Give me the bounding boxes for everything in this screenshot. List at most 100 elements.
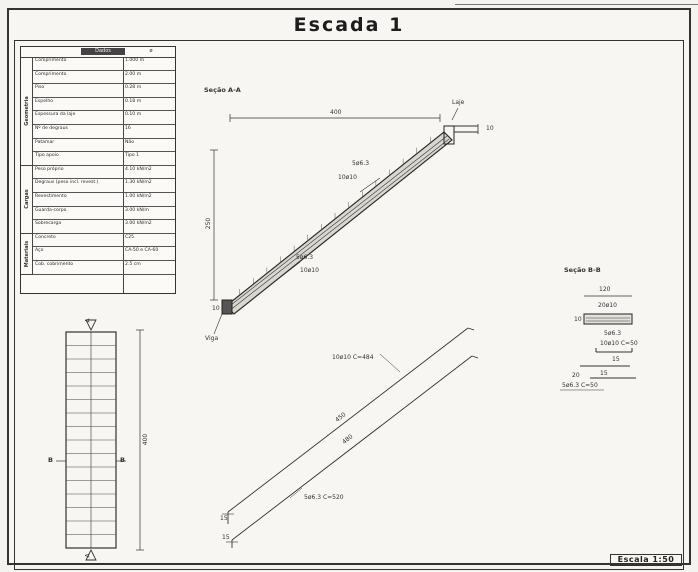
table-row: Nº de degraus 16 — [33, 125, 175, 139]
hook-top-label: 15 — [220, 515, 228, 522]
table-row-key: Peso próprio — [35, 166, 64, 172]
table-row-value: 1.30 kN/m2 — [125, 180, 152, 186]
table-row: Espelho 0.18 m — [33, 98, 175, 112]
table-row: Comprimento 2.00 m — [33, 71, 175, 85]
rebar-lower — [231, 355, 473, 541]
bottom-support-label: Viga — [205, 335, 219, 342]
title-underline — [290, 40, 402, 41]
table-row-value: CA-50 e CA-60 — [125, 248, 159, 254]
bb-dim-1: 15 — [612, 356, 620, 363]
table-row-value: 1.000 m — [125, 58, 145, 63]
table-row: Cob. cobrimento 2.5 cm — [33, 261, 175, 275]
bb-dim-3: 20 — [572, 372, 580, 379]
table-row-key: Piso — [35, 85, 45, 91]
rebar-label-4: 10ø10 — [300, 267, 319, 274]
section-aa-top-dimension: 400 — [330, 109, 342, 116]
table-row-value: 2.00 m — [125, 71, 142, 77]
table-row-value: 3.00 kN/m2 — [125, 221, 152, 227]
table-row-value: 2.5 cm — [125, 262, 141, 267]
table-row-key: Patamar — [35, 139, 55, 145]
table-row: Piso 0.28 m — [33, 84, 175, 98]
section-bb-drawing — [560, 295, 636, 391]
table-row-value: Tipo 1 — [125, 153, 140, 159]
table-row-key: Concreto — [35, 234, 56, 240]
rebar-hook — [471, 355, 479, 359]
table-row: Sobrecarga 3.00 kN/m2 — [33, 220, 175, 234]
table-row-value: 16 — [125, 126, 131, 131]
tread-ticks — [239, 136, 431, 296]
plan-marker-b-left: B — [48, 456, 53, 464]
plan-marker-a-bottom: A — [84, 553, 92, 558]
section-bb-title: Seção B-B — [564, 266, 601, 274]
table-column-divider — [123, 57, 124, 293]
leader-line — [289, 487, 303, 499]
bb-dim-2: 15 — [600, 370, 608, 377]
table-row-value: C25 — [125, 234, 135, 240]
table-row-key: Sobrecarga — [35, 221, 62, 227]
section-aa-side-dimension: 250 — [205, 217, 213, 230]
leader-line — [281, 261, 301, 277]
table-row-key: Guarda-corpo — [35, 207, 67, 213]
table-group: Geometria — [21, 57, 33, 166]
rebar-label-3: 5ø6.3 — [296, 254, 314, 261]
table-header: Dados ø — [21, 47, 175, 58]
table-row-key: Cob. cobrimento — [35, 262, 74, 267]
top-support-label: Laje — [452, 99, 465, 106]
table-row-key: Espelho — [35, 98, 54, 104]
bb-slab-section — [583, 313, 633, 325]
plan-overall-dimension: 400 — [142, 433, 150, 446]
bb-bar-label-1: 10ø10 C=50 — [600, 340, 638, 347]
top-support-slab — [443, 125, 455, 145]
plan-step-lines — [66, 345, 116, 535]
table-row-value: 4.10 kN/m2 — [125, 166, 152, 172]
rebar-label-1: 5ø6.3 — [352, 160, 370, 167]
table-row: Revestimento 1.00 kN/m2 — [33, 193, 175, 207]
table-header-unit: ø — [149, 48, 153, 54]
table-row: Aço CA-50 e CA-60 — [33, 247, 175, 261]
table-row-key: Nº de degraus — [35, 126, 68, 131]
section-aa-title: Seção A-A — [204, 86, 241, 94]
bb-rebar-top-label: 20ø10 — [598, 302, 617, 309]
table-row-key: Revestimento — [35, 194, 67, 199]
table-row-key: Comprimento — [35, 71, 67, 77]
section-arrow-bottom — [85, 548, 97, 561]
plan-marker-b-right: B — [120, 456, 125, 464]
rebar-line — [228, 138, 450, 312]
scale-label: Escala 1:50 — [610, 554, 682, 566]
bb-rebar-mid-label: 5ø6.3 — [604, 330, 622, 337]
drawing-title: Escada 1 — [293, 14, 405, 36]
landing-dimension: 10 — [486, 125, 494, 132]
table-row-key: Aço — [35, 248, 44, 254]
hook-bottom-label: 15 — [222, 534, 230, 541]
bb-left-dimension: 10 — [574, 316, 582, 323]
bar-bottom-label: 5ø6.3 C=520 — [304, 494, 344, 501]
table-header-title: Dados — [81, 48, 125, 55]
table-group: Cargas — [21, 165, 33, 234]
table-row: Peso próprio 4.10 kN/m2 — [33, 166, 175, 180]
table-row-value: 0.18 m — [125, 98, 142, 104]
table-row-value: 1.00 kN/m2 — [125, 194, 152, 199]
table-row-value: 0.10 m — [125, 112, 142, 118]
top-border-line — [455, 0, 698, 5]
table-group: Materiais — [21, 233, 33, 275]
bb-bar-label-2: 5ø6.3 C=50 — [562, 382, 598, 389]
table-row: Concreto C25 — [33, 234, 175, 248]
rebar-hook — [467, 327, 475, 331]
plan-marker-a-top: A — [84, 318, 92, 323]
rebar-upper — [227, 327, 469, 513]
bottom-support-beam — [221, 299, 233, 315]
table-row-key: Comprimento — [35, 58, 67, 63]
table-row-value: 0.28 m — [125, 85, 142, 91]
table-row: Degraus (peso incl. revest.) 1.30 kN/m2 — [33, 179, 175, 193]
section-aa-bottom-dimension: 10 — [212, 305, 220, 312]
rebar-line — [230, 135, 448, 306]
table-row-key: Degraus (peso incl. revest.) — [35, 180, 99, 186]
longitudinal-rebar-drawing — [222, 327, 479, 548]
section-aa-drawing — [210, 107, 479, 335]
table-row: Comprimento 1.000 m — [33, 57, 175, 71]
